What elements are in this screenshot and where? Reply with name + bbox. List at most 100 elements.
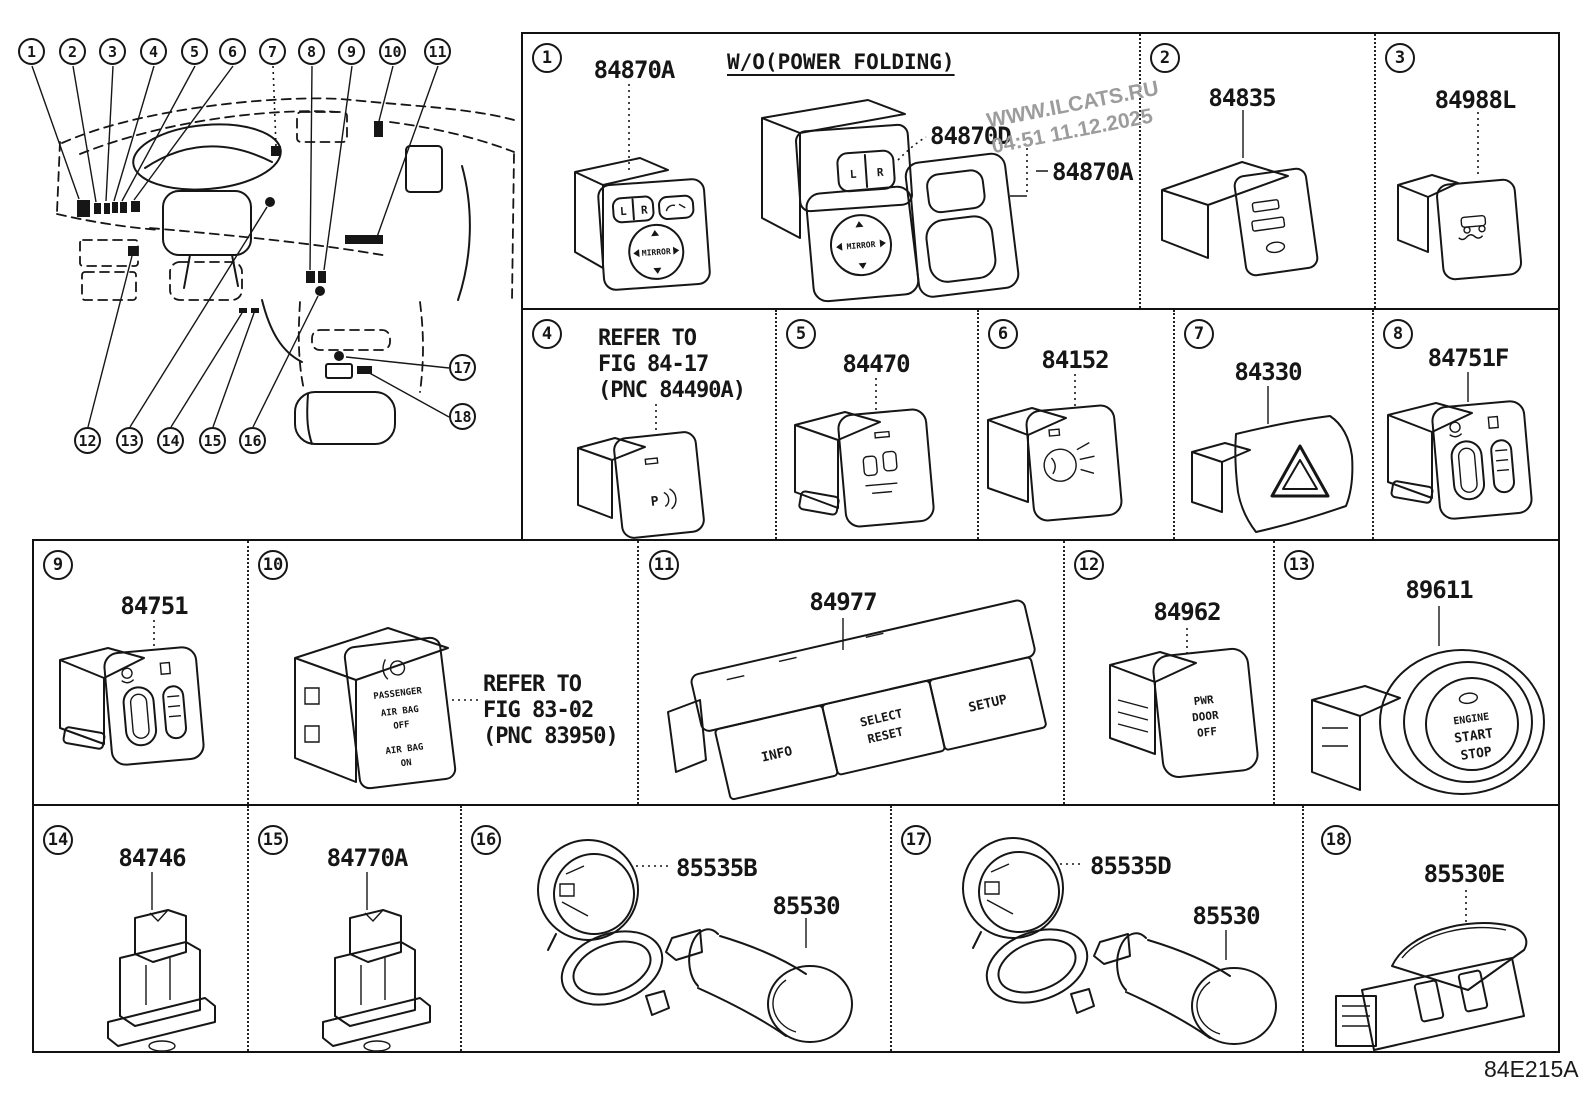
cell-16-badge: 16 <box>471 825 501 855</box>
callout-number: 15 <box>203 431 222 450</box>
cell-number: 17 <box>905 830 927 850</box>
part-number-85535D: 85535D <box>1090 852 1172 880</box>
column-divider <box>1173 310 1175 539</box>
callout-number: 3 <box>107 42 118 61</box>
cell-number: 15 <box>262 830 284 850</box>
drawing-84962: PWR DOOR OFF <box>1110 628 1259 779</box>
drawing-85530E <box>1336 890 1526 1050</box>
cell-11-badge: 11 <box>649 550 679 580</box>
cell-number: 4 <box>541 324 553 344</box>
refer-note-line: (PNC 84490A) <box>598 378 746 403</box>
callout-18-badge: 18 <box>449 403 476 430</box>
callout-number: 4 <box>148 42 159 61</box>
cell-number: 2 <box>1159 48 1171 68</box>
cell-3-badge: 3 <box>1385 43 1415 73</box>
drawing-89611: ENGINE START STOP <box>1312 606 1544 794</box>
cell-number: 5 <box>795 324 807 344</box>
callout-3-badge: 3 <box>99 38 126 65</box>
cell-4-badge: 4 <box>532 319 562 349</box>
cell-8-badge: 8 <box>1383 319 1413 349</box>
column-divider <box>977 310 979 539</box>
airbag-face-line4: ON <box>400 758 412 769</box>
part-number-85530-right: 85530 <box>1192 902 1260 930</box>
drawing-84870D-knob-switch: L R MIRROR <box>762 100 926 302</box>
cell-number: 12 <box>1078 555 1100 575</box>
engine-face-line1: ENGINE <box>1453 712 1490 728</box>
part-number-84988L: 84988L <box>1434 86 1517 114</box>
cell-number: 8 <box>1392 324 1404 344</box>
part-number-84870A-bezel: 84870A <box>1052 158 1134 186</box>
drawing-84835 <box>1162 110 1319 277</box>
engine-face-line2: START <box>1453 726 1494 746</box>
cell-number: 1 <box>541 48 553 68</box>
refer-note-line: REFER TO <box>598 326 697 351</box>
drawing-84470 <box>795 378 935 528</box>
column-divider <box>247 806 249 1051</box>
callout-1-badge: 1 <box>18 38 45 65</box>
callout-12-badge: 12 <box>74 427 101 454</box>
cell-13-badge: 13 <box>1284 550 1314 580</box>
callout-14-badge: 14 <box>157 427 184 454</box>
callout-5-badge: 5 <box>181 38 208 65</box>
drawing-84770A <box>323 872 430 1051</box>
mirror-dial-label: MIRROR <box>642 247 672 258</box>
reset-button-label: RESET <box>866 725 904 747</box>
cell-number: 11 <box>653 555 675 575</box>
column-divider <box>1302 806 1304 1051</box>
callout-number: 10 <box>383 42 402 61</box>
cell-number: 13 <box>1288 555 1310 575</box>
callout-number: 9 <box>346 42 357 61</box>
part-number-84870A: 84870A <box>593 56 676 84</box>
column-divider <box>890 806 892 1051</box>
mirror-select-l: L <box>620 205 628 218</box>
cell-number: 7 <box>1193 324 1205 344</box>
callout-10-badge: 10 <box>379 38 406 65</box>
part-number-84470: 84470 <box>842 350 910 378</box>
callout-2-badge: 2 <box>59 38 86 65</box>
callout-number: 6 <box>227 42 238 61</box>
variant-header: W/O(POWER FOLDING) <box>727 50 955 74</box>
callout-17-badge: 17 <box>449 354 476 381</box>
callout-number: 7 <box>267 42 278 61</box>
cell-17-badge: 17 <box>901 825 931 855</box>
column-divider <box>1273 541 1275 804</box>
cell-number: 3 <box>1394 48 1406 68</box>
callout-11-badge: 11 <box>424 38 451 65</box>
park-icon-letter: P <box>650 494 660 510</box>
cell-number: 18 <box>1325 830 1347 850</box>
part-number-84751F: 84751F <box>1427 344 1510 372</box>
drawing-84751 <box>60 620 205 766</box>
callout-8-badge: 8 <box>298 38 325 65</box>
cell-14-badge: 14 <box>43 825 73 855</box>
drawing-85535B <box>538 840 672 1018</box>
part-number-84835: 84835 <box>1208 84 1276 112</box>
column-divider <box>637 541 639 804</box>
part-number-84977: 84977 <box>809 588 877 616</box>
callout-15-badge: 15 <box>199 427 226 454</box>
cell-number: 14 <box>47 830 69 850</box>
callout-number: 11 <box>428 42 447 61</box>
drawing-85535D <box>963 838 1097 1016</box>
cell-2-badge: 2 <box>1150 43 1180 73</box>
mirror-dial-label-2: MIRROR <box>846 240 876 252</box>
mirror-select-r-2: R <box>876 166 884 179</box>
callout-number: 12 <box>78 431 97 450</box>
cell-6-badge: 6 <box>988 319 1018 349</box>
engine-face-line3: STOP <box>1460 745 1493 764</box>
drawing-84870A-switch: L R MIRROR <box>575 84 711 291</box>
airbag-face-title: PASSENGER <box>373 686 423 702</box>
column-divider <box>460 806 462 1051</box>
callout-number: 14 <box>161 431 180 450</box>
airbag-face-line1: AIR BAG <box>380 705 419 720</box>
part-number-84870D: 84870D <box>930 122 1012 150</box>
column-divider <box>775 310 777 539</box>
drawing-pnc-84490A: P <box>578 404 705 539</box>
part-number-85535B: 85535B <box>676 854 758 882</box>
column-divider <box>1063 541 1065 804</box>
cell-15-badge: 15 <box>258 825 288 855</box>
part-number-89611: 89611 <box>1405 576 1473 604</box>
callout-number: 5 <box>189 42 200 61</box>
drawing-85530-right <box>1094 930 1276 1044</box>
column-divider <box>1139 34 1141 308</box>
